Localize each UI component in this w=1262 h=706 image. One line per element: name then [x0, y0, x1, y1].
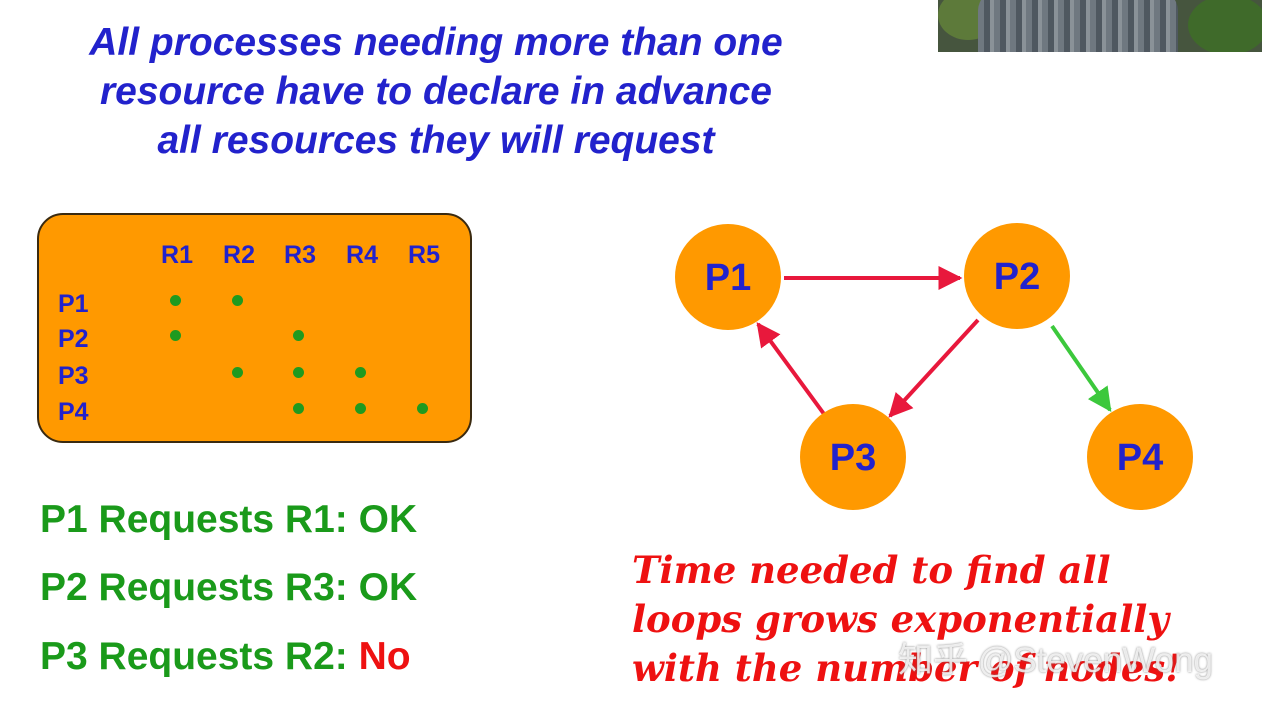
need-dot	[355, 403, 366, 414]
node-p4	[1087, 404, 1193, 510]
node-label-p4: P4	[1117, 437, 1163, 479]
title-line: All processes needing more than one	[89, 21, 783, 64]
presenter-image	[978, 0, 1178, 52]
title-line: all resources they will request	[157, 119, 715, 162]
node-label-p2: P2	[994, 256, 1040, 298]
need-dot	[417, 403, 428, 414]
node-p1	[675, 224, 781, 330]
need-dot	[293, 367, 304, 378]
column-header: R5	[408, 241, 440, 269]
column-header: R2	[223, 241, 255, 269]
note-line: with the number of nodes!	[632, 646, 1182, 690]
title-line: resource have to declare in advance	[100, 70, 772, 113]
edge-p2-p4	[1050, 324, 1112, 412]
request-text: P1 Requests R1:	[40, 498, 359, 541]
request-text: P3 Requests R2:	[40, 635, 359, 678]
note-line: loops grows exponentially	[632, 597, 1169, 641]
request-line: P3 Requests R2: No	[40, 635, 411, 679]
slide-title: All processes needing more than one reso…	[0, 18, 872, 165]
node-label-p1: P1	[705, 257, 751, 299]
edge-p2-p3	[888, 318, 980, 418]
complexity-note: Time needed to find all loops grows expo…	[632, 546, 1181, 693]
node-label-p3: P3	[830, 437, 876, 479]
request-line: P1 Requests R1: OK	[40, 498, 417, 542]
request-result: OK	[358, 566, 418, 609]
watermark: 知乎 @StevenWong	[898, 641, 1214, 680]
column-header: R1	[161, 241, 193, 269]
request-line: P2 Requests R3: OK	[40, 566, 417, 610]
need-dot	[293, 403, 304, 414]
need-dot	[293, 330, 304, 341]
row-header: P4	[58, 398, 89, 426]
edge-p3-p1	[756, 322, 826, 416]
row-header: P2	[58, 325, 89, 353]
need-dot	[170, 330, 181, 341]
row-header: P3	[58, 362, 89, 390]
webcam-overlay	[938, 0, 1262, 52]
need-dot	[170, 295, 181, 306]
need-dot	[232, 295, 243, 306]
row-header: P1	[58, 290, 89, 318]
node-p2	[964, 223, 1070, 329]
request-result: OK	[358, 498, 418, 541]
need-dot	[355, 367, 366, 378]
request-result: No	[358, 635, 411, 678]
column-header: R4	[346, 241, 378, 269]
note-line: Time needed to find all	[632, 548, 1111, 592]
need-dot	[232, 367, 243, 378]
request-text: P2 Requests R3:	[40, 566, 359, 609]
resource-declaration-table: R1 R2 R3 R4 R5 P1 P2 P3 P4	[37, 213, 472, 443]
column-header: R3	[284, 241, 316, 269]
node-p3	[800, 404, 906, 510]
